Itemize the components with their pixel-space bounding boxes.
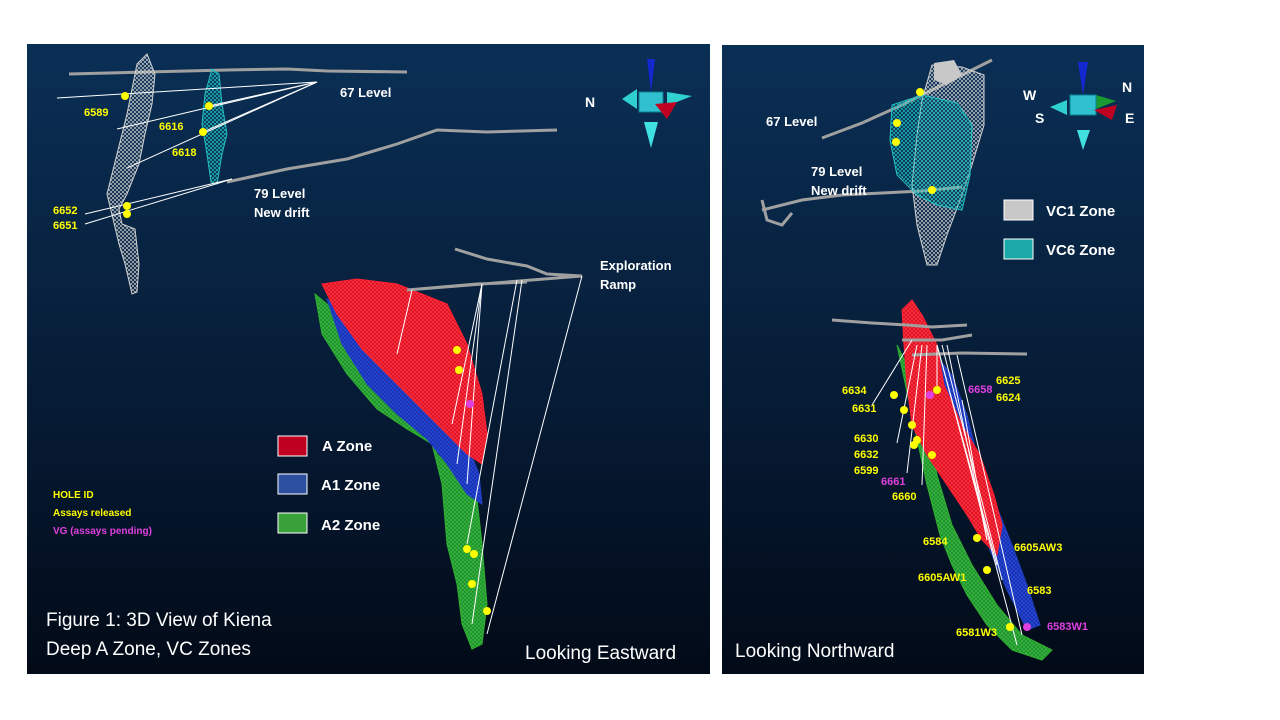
compass-east bbox=[622, 59, 692, 148]
view-label-north: Looking Northward bbox=[735, 641, 894, 662]
hole-label: 6651 bbox=[53, 220, 77, 232]
hole-label: 6589 bbox=[84, 107, 108, 119]
hole-label-north: 6625 bbox=[996, 375, 1020, 387]
new-drift-label: New drift bbox=[254, 205, 310, 220]
hole-label: 6652 bbox=[53, 205, 77, 217]
vg-intersection-north bbox=[1023, 623, 1031, 631]
key-hole-id: HOLE ID bbox=[53, 490, 94, 501]
drift-79-west bbox=[760, 199, 794, 227]
east-3d-view: N 67 Level 79 Level New drift Exploratio… bbox=[46, 53, 692, 664]
legend-swatch-vc6 bbox=[1003, 238, 1034, 260]
hole-label-north: 6631 bbox=[852, 403, 876, 415]
new-drift-label-north: New drift bbox=[811, 183, 867, 198]
legend-a1-zone: A1 Zone bbox=[321, 477, 380, 494]
north-3d-view: W N S E 67 Level 79 Level New drift VC1 … bbox=[735, 58, 1134, 662]
vg-intersection bbox=[466, 400, 474, 408]
legend-swatch-vc1 bbox=[1003, 199, 1034, 221]
deep-drifts-north bbox=[831, 318, 1028, 357]
vg-hole-label-north: 6661 bbox=[881, 476, 905, 488]
hole-label-north: 6630 bbox=[854, 433, 878, 445]
exploration-label: Exploration bbox=[600, 258, 672, 273]
vg-hole-label-north: 6583W1 bbox=[1047, 621, 1088, 633]
hole-label: 6616 bbox=[159, 121, 183, 133]
vg-hole-label-north: 6658 bbox=[968, 384, 992, 396]
exploration-ramp bbox=[406, 247, 583, 292]
hole-label-north: 6605AW1 bbox=[918, 572, 966, 584]
legend-vc6-zone: VC6 Zone bbox=[1046, 242, 1115, 259]
hole-intersections-vc-north bbox=[892, 88, 936, 194]
view-label-east: Looking Eastward bbox=[525, 643, 676, 664]
legend-swatch-a2 bbox=[277, 512, 308, 534]
hole-label-north: 6581W3 bbox=[956, 627, 997, 639]
panel-looking-northward: W N S E 67 Level 79 Level New drift VC1 … bbox=[722, 45, 1144, 674]
hole-label-north: 6584 bbox=[923, 536, 948, 548]
hole-label-north: 6599 bbox=[854, 465, 878, 477]
drill-holes-67 bbox=[56, 81, 318, 169]
hole-label-north: 6624 bbox=[996, 392, 1021, 404]
level-67-label-north: 67 Level bbox=[766, 114, 817, 129]
compass-s-label: S bbox=[1035, 110, 1044, 126]
vc1-top-north bbox=[934, 60, 962, 85]
hole-intersections-deep bbox=[453, 346, 491, 615]
key-vg-pending: VG (assays pending) bbox=[53, 526, 152, 537]
key-assays-released: Assays released bbox=[53, 508, 131, 519]
ramp-label: Ramp bbox=[600, 277, 636, 292]
legend-a-zone: A Zone bbox=[322, 438, 372, 455]
drill-holes-north bbox=[871, 339, 1023, 646]
vc1-mesh-body bbox=[106, 53, 156, 295]
hole-label: 6618 bbox=[172, 147, 196, 159]
drill-holes-deep bbox=[396, 275, 583, 635]
legend-a2-zone: A2 Zone bbox=[321, 517, 380, 534]
hole-label-north: 6660 bbox=[892, 491, 916, 503]
drift-67-level bbox=[68, 67, 408, 76]
level-79-label-north: 79 Level bbox=[811, 164, 862, 179]
legend-swatch-a bbox=[277, 435, 308, 457]
figure-title-line2: Deep A Zone, VC Zones bbox=[46, 639, 251, 660]
vc6-mesh-body-north bbox=[889, 94, 973, 211]
drift-79-level bbox=[226, 128, 558, 184]
compass-w-label: W bbox=[1023, 87, 1037, 103]
legend-swatch-a1 bbox=[277, 473, 308, 495]
hole-label-north: 6583 bbox=[1027, 585, 1051, 597]
hole-label-north: 6634 bbox=[842, 385, 867, 397]
compass-e-label: E bbox=[1125, 110, 1134, 126]
compass-n-label-north: N bbox=[1122, 79, 1132, 95]
vg-intersection-north bbox=[926, 391, 934, 399]
drill-holes-79 bbox=[84, 178, 233, 225]
hole-intersections-upper bbox=[121, 92, 213, 218]
figure-title-line1: Figure 1: 3D View of Kiena bbox=[46, 610, 272, 631]
level-67-label: 67 Level bbox=[340, 85, 391, 100]
compass-north bbox=[1050, 62, 1117, 150]
legend-vc1-zone: VC1 Zone bbox=[1046, 203, 1115, 220]
level-79-label: 79 Level bbox=[254, 186, 305, 201]
hole-label-north: 6605AW3 bbox=[1014, 542, 1062, 554]
compass-n-label: N bbox=[585, 94, 595, 110]
hole-label-north: 6632 bbox=[854, 449, 878, 461]
hole-intersections-deep-north bbox=[890, 386, 1014, 631]
panel-looking-eastward: N 67 Level 79 Level New drift Exploratio… bbox=[27, 44, 710, 674]
